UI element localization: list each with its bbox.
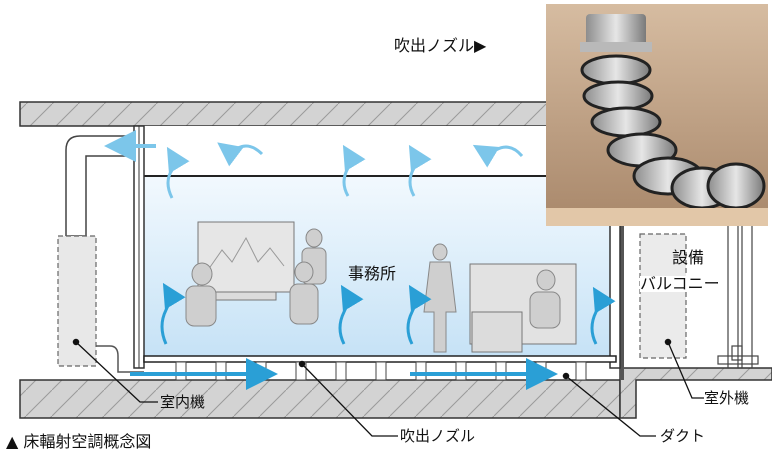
- floor-pedestals: [175, 361, 587, 381]
- rising-airflow-arrows: [160, 282, 616, 345]
- balcony-railing: [717, 226, 759, 368]
- outdoor-unit-box: [639, 233, 687, 359]
- office-label: 事務所: [348, 264, 397, 283]
- balcony-label-line2: バルコニー: [640, 274, 720, 293]
- raised-floor: [143, 355, 617, 363]
- balcony-label-line1: 設備: [672, 248, 705, 267]
- nozzle-photo-caption: 吹出ノズル▶: [394, 36, 487, 55]
- nozzle-label: 吹出ノズル: [400, 427, 476, 445]
- outdoor-unit-label: 室外機: [704, 389, 750, 407]
- ceiling-slab: [19, 101, 621, 127]
- return-duct: [65, 135, 135, 237]
- nozzle-photo-illustration: [546, 4, 768, 226]
- diagram-caption: ▲ 床輻射空調概念図: [6, 432, 152, 451]
- duct-label: ダクト: [660, 427, 706, 445]
- floor-slab: [19, 379, 621, 419]
- balcony-ceiling: [620, 216, 624, 380]
- indoor-unit-box: [57, 235, 97, 367]
- upper-airflow-arrows: [104, 130, 524, 199]
- people-silhouettes: [185, 228, 561, 353]
- indoor-unit-label: 室内機: [160, 393, 206, 411]
- supply-duct: [96, 345, 144, 373]
- right-wall: [609, 215, 621, 369]
- balcony-slab: [619, 367, 772, 419]
- office-furniture: [197, 221, 577, 353]
- leader-lines: [72, 338, 704, 437]
- nozzle-photo: [546, 4, 768, 226]
